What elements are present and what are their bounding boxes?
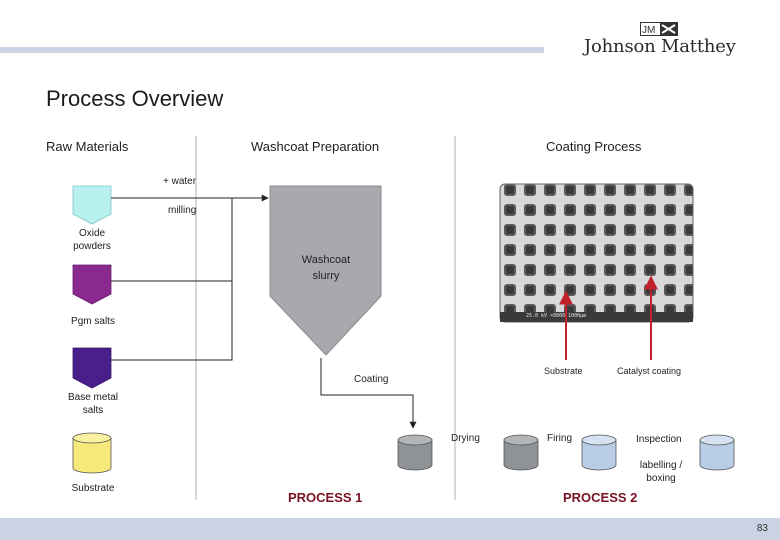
washcoat-hopper xyxy=(269,185,382,356)
pgm-salts-label: Pgm salts xyxy=(71,316,115,327)
feed-line-base-metal xyxy=(111,281,233,361)
coated-part-cylinder xyxy=(397,434,433,471)
page-number: 83 xyxy=(756,523,768,534)
oxide-powders-label: Oxide powders xyxy=(62,227,122,253)
page-title: Process Overview xyxy=(46,86,224,111)
micrograph-caption: 25.0 kV ×0000 1000µm xyxy=(526,313,587,319)
base-metal-salts-shape xyxy=(72,347,112,389)
oxide-powders-shape xyxy=(72,185,112,225)
company-logo-text: Johnson Matthey xyxy=(584,36,736,57)
inspection-step-label: Inspection xyxy=(636,434,682,445)
column-heading-washcoat: Washcoat Preparation xyxy=(251,139,380,154)
header-bar xyxy=(0,47,544,53)
base-metal-label-line1: Base metal xyxy=(67,392,119,403)
column-heading-raw-materials: Raw Materials xyxy=(46,139,129,154)
coating-step-label: Coating xyxy=(354,374,389,385)
firing-step-label: Firing xyxy=(547,433,573,444)
fired-part-cylinder xyxy=(581,434,617,471)
dried-part-cylinder xyxy=(503,434,539,471)
pgm-salts-shape xyxy=(72,264,112,305)
milling-label: milling xyxy=(168,205,197,216)
column-heading-coating: Coating Process xyxy=(546,139,642,154)
process-2-label: PROCESS 2 xyxy=(563,490,638,505)
finished-part-cylinder xyxy=(699,434,735,471)
slurry-label-line1: Washcoat xyxy=(301,254,351,266)
washcoat-slurry-label: Washcoat slurry xyxy=(286,252,366,284)
jm-logo-icon: JM xyxy=(640,22,678,36)
substrate-arrow-label: Substrate xyxy=(544,366,583,376)
slurry-label-line2: slurry xyxy=(312,270,340,282)
process-1-label: PROCESS 1 xyxy=(288,490,363,505)
substrate-cylinder xyxy=(72,432,112,474)
water-label: + water xyxy=(163,176,197,187)
drying-step-label: Drying xyxy=(451,433,480,444)
labelling-label-line2: boxing xyxy=(646,473,676,484)
substrate-label: Substrate xyxy=(71,483,115,494)
substrate-micrograph xyxy=(499,183,694,323)
base-metal-salts-label: Base metal salts xyxy=(52,391,134,417)
footer-bar xyxy=(0,518,780,540)
oxide-label-line1: Oxide xyxy=(78,228,106,239)
labelling-label-line1: labelling / xyxy=(639,460,683,471)
oxide-label-line2: powders xyxy=(73,241,111,252)
logo-mark-text: JM xyxy=(642,25,655,36)
catalyst-arrow-label: Catalyst coating xyxy=(617,366,682,376)
coating-arrow xyxy=(320,358,417,429)
labelling-step-label: labelling / boxing xyxy=(626,459,696,485)
base-metal-label-line2: salts xyxy=(82,405,104,416)
